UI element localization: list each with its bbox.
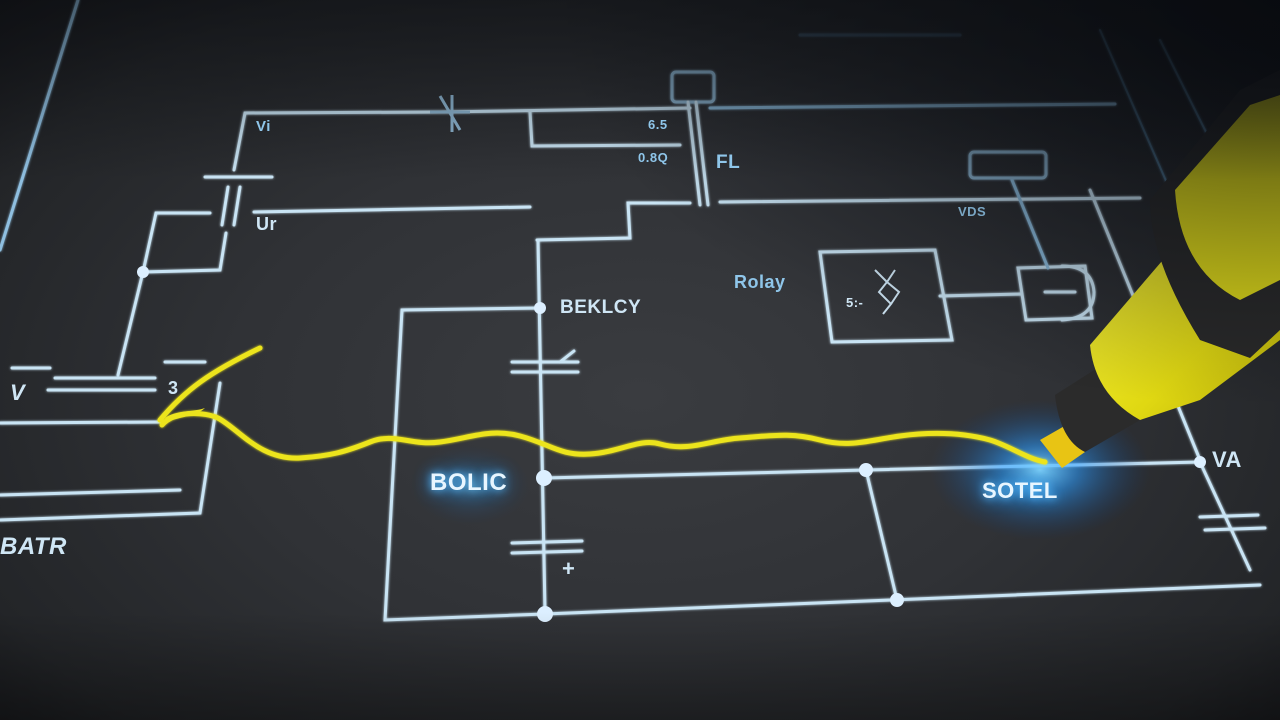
- label-vds: VDS: [958, 204, 987, 219]
- label-sotel: SOTEL: [982, 478, 1058, 503]
- label-vi: Vi: [256, 118, 271, 135]
- label-battery-left: V: [10, 380, 26, 405]
- label-relay-box: 5:-: [846, 295, 864, 310]
- label-beklcy: BEKLCY: [560, 297, 642, 318]
- label-rolay: Rolay: [734, 272, 786, 292]
- label-va: VA: [1212, 447, 1242, 472]
- label-top-mid-1: 6.5: [648, 117, 668, 132]
- label-battery-right: 3: [168, 378, 179, 398]
- label-fl: FL: [716, 152, 741, 173]
- label-ur: Ur: [256, 214, 278, 234]
- label-top-mid-2: 0.8Q: [638, 150, 669, 165]
- label-bolic: BOLIC: [430, 469, 508, 496]
- highlight-trace: [157, 345, 1048, 465]
- label-batr: BATR: [0, 533, 67, 560]
- label-plus: +: [562, 556, 576, 581]
